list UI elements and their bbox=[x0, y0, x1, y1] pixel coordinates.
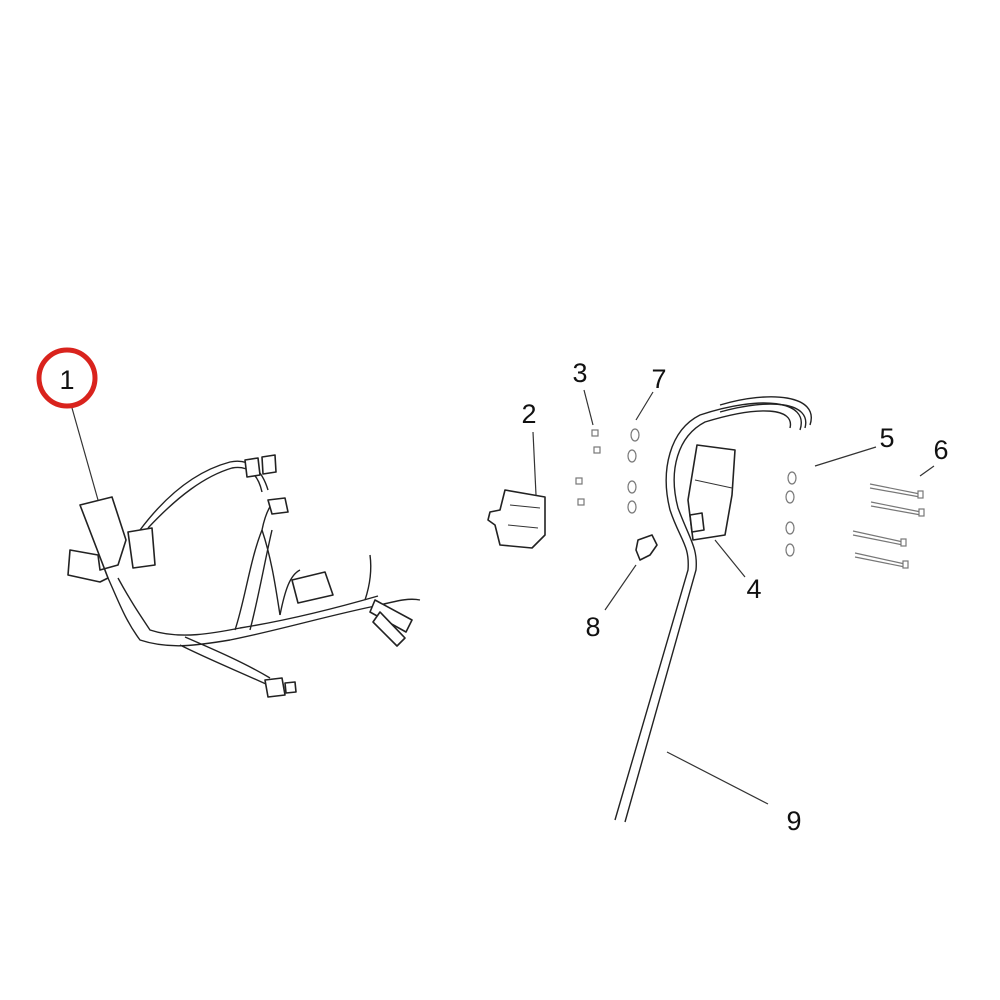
bolts[interactable] bbox=[852, 483, 925, 569]
leader-5 bbox=[814, 446, 877, 467]
callout-8[interactable]: 8 bbox=[585, 612, 600, 642]
leader-1 bbox=[71, 407, 99, 501]
clip[interactable] bbox=[635, 534, 658, 561]
leader-6 bbox=[919, 465, 935, 477]
leader-7 bbox=[635, 391, 654, 421]
leader-3 bbox=[583, 389, 594, 426]
wiring-harness[interactable] bbox=[67, 454, 421, 698]
callout-4[interactable]: 4 bbox=[746, 574, 761, 604]
callout-3[interactable]: 3 bbox=[572, 358, 587, 388]
bracket[interactable] bbox=[487, 489, 546, 549]
callout-6[interactable]: 6 bbox=[933, 435, 948, 465]
callout-7[interactable]: 7 bbox=[651, 364, 666, 394]
highlight-circle bbox=[36, 347, 98, 409]
callout-1[interactable]: 1 bbox=[59, 365, 74, 395]
washers-left[interactable] bbox=[627, 428, 640, 514]
washers-right[interactable] bbox=[785, 471, 797, 557]
leader-8 bbox=[604, 564, 637, 611]
callout-5[interactable]: 5 bbox=[879, 423, 894, 453]
leader-2 bbox=[532, 431, 537, 496]
junction-box[interactable] bbox=[687, 444, 736, 541]
callout-2[interactable]: 2 bbox=[521, 399, 536, 429]
cable[interactable] bbox=[614, 396, 812, 823]
callout-9[interactable]: 9 bbox=[786, 806, 801, 836]
leader-9 bbox=[666, 751, 769, 805]
leader-4 bbox=[714, 539, 746, 578]
nuts[interactable] bbox=[575, 429, 601, 506]
